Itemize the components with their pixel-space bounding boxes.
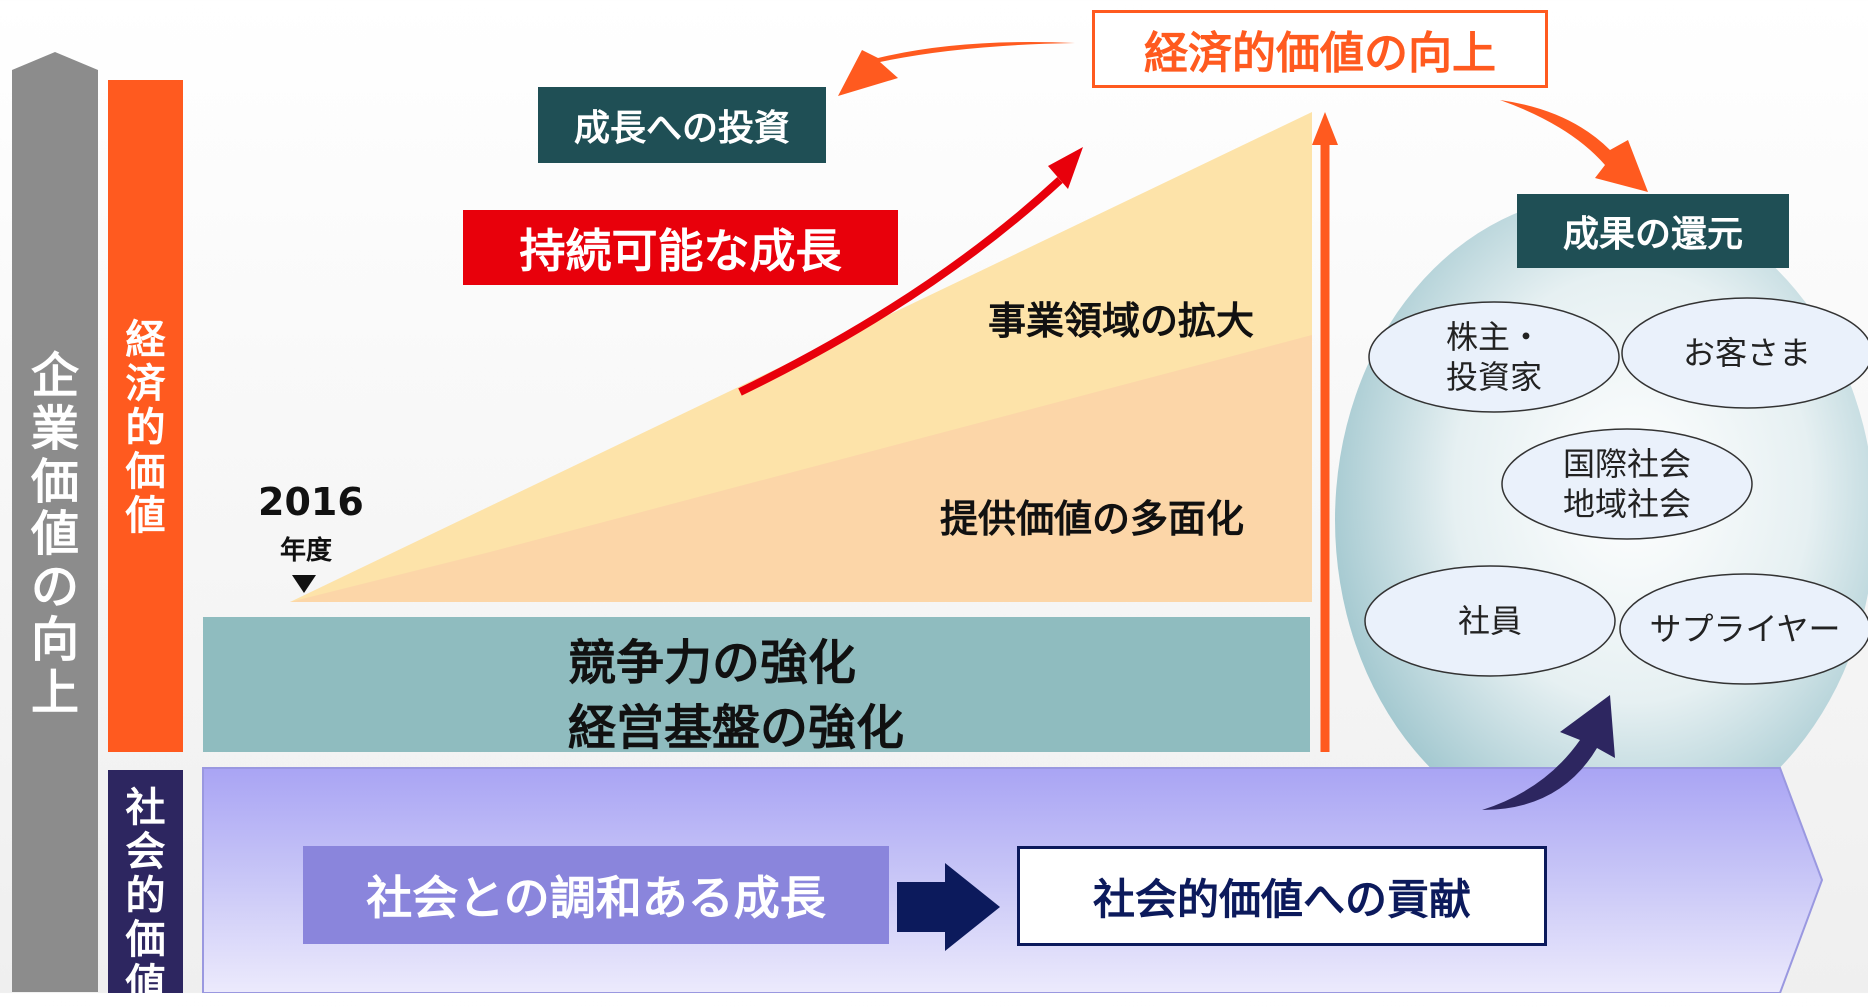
investment-swoosh-arrow [838, 42, 1075, 96]
customers-oval [1621, 297, 1868, 409]
orange-up-arrow-head [1312, 112, 1338, 145]
social-contribution-box: 社会的価値への貢献 [1017, 846, 1547, 946]
value-diversification-area [290, 335, 1312, 602]
economic-value-label: 経 済 的 価 値 [125, 317, 166, 539]
sustainable-growth-arrow-head [1048, 147, 1083, 189]
economic-value-up-box: 経済的価値の向上 [1092, 10, 1548, 88]
year-label: 2016 [258, 480, 364, 524]
society-label: 国際社会 地域社会 [1562, 445, 1692, 523]
foundation-line2: 経営基盤の強化 [568, 700, 905, 756]
customers-label: お客さま [1682, 334, 1812, 372]
year-unit-label: 年度 [280, 536, 333, 566]
shareholders-oval [1368, 301, 1620, 413]
corporate-value-arrow [12, 52, 98, 992]
economic-value-bar [108, 80, 183, 752]
suppliers-oval [1619, 573, 1868, 685]
employees-label: 社員 [1457, 602, 1523, 640]
contribution-block-arrow [897, 863, 1000, 951]
shareholders-label: 株主・ 投資家 [1445, 318, 1543, 396]
foundation-box [203, 617, 1310, 752]
corporate-value-label: 企 業 価 値 の 向 上 [30, 348, 79, 721]
value-diversification-label: 提供価値の多面化 [940, 497, 1245, 541]
social-growth-box: 社会との調和ある成長 [303, 846, 889, 944]
returns-swoosh-arrow [1500, 100, 1648, 192]
year-marker-triangle [292, 575, 316, 593]
suppliers-label: サプライヤー [1649, 610, 1841, 648]
business-expansion-label: 事業領域の拡大 [988, 299, 1255, 343]
society-oval [1501, 428, 1753, 540]
social-value-label: 社 会 的 価 値 [125, 785, 166, 1007]
social-value-bar [108, 770, 183, 993]
employees-oval [1364, 565, 1616, 677]
growth-investment-box: 成長への投資 [538, 87, 826, 163]
foundation-line1: 競争力の強化 [568, 635, 857, 691]
stakeholder-return-arrow [1482, 695, 1615, 810]
returns-box: 成果の還元 [1517, 194, 1789, 268]
sustainable-growth-arrow [738, 177, 1063, 396]
sustainable-growth-box: 持続可能な成長 [463, 210, 898, 285]
